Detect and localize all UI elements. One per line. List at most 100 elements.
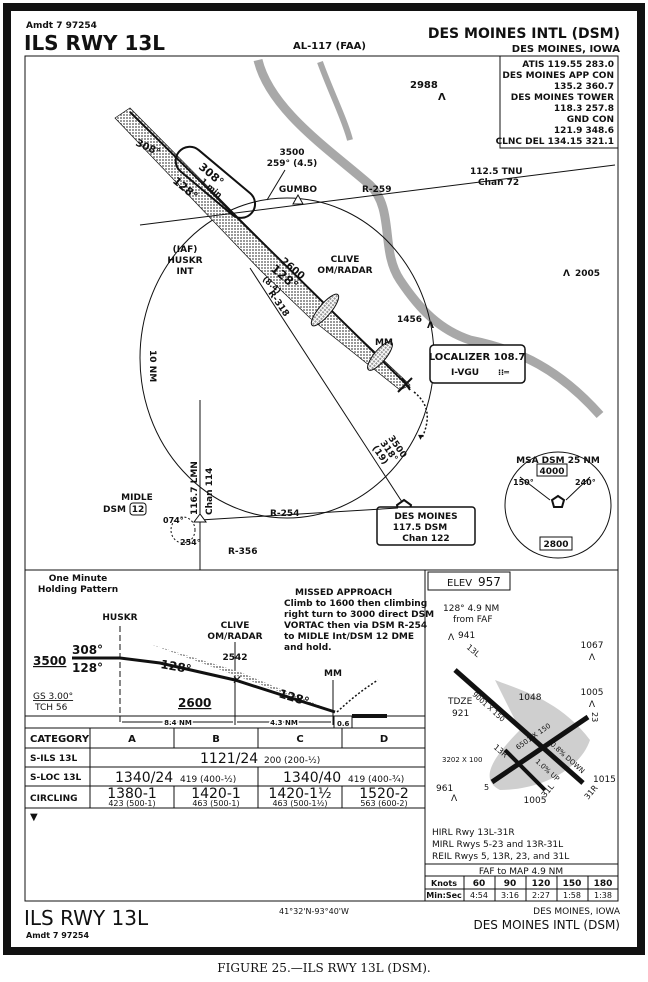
midle-dme: 12 [132,505,145,515]
iaf-type: INT [176,267,194,277]
header: Amdt 7 97254 ILS RWY 13L AL-117 (FAA) DE… [24,21,620,55]
ils-minimum: 1121/24 [200,751,258,767]
time-value: 3:16 [501,891,519,900]
obstacle-elevation: 1015 [593,775,616,785]
tdze-label: TDZE [447,697,473,707]
midle-hold-in: 254° [180,538,201,547]
footer-city: DES MOINES, IOWA [533,907,621,917]
obstacle-elevation: 1067 [581,641,604,651]
knots-label: Knots [431,879,457,888]
runway-13l-31r [453,668,585,785]
radial-label: R-259 [362,185,391,195]
localizer-freq: LOCALIZER 108.7 [429,352,526,363]
gumbo-label: GUMBO [279,185,318,195]
tdze-value: 921 [452,709,469,719]
missed-approach-text: and hold. [284,643,332,653]
obstacle-icon: Λ [589,653,596,663]
table-header: B [212,734,220,745]
runway-icon [352,714,387,718]
time-value: 4:54 [470,891,488,900]
runway-dimensions: 3202 X 100 [442,756,482,764]
timing-table: FAF to MAP 4.9 NM Knots Min:Sec 60 90 12… [425,863,618,901]
comm-line: ATIS 119.55 283.0 [522,60,614,70]
mm-label: MM [375,338,393,348]
outbound-course: 308° [72,643,103,657]
obstacle-icon: Λ [451,794,458,804]
table-header: D [380,734,388,745]
faf-note: 128° 4.9 NM [443,604,499,614]
obstacle-icon: Λ [448,633,455,643]
missed-approach-text: VORTAC then via DSM R-254 [284,621,427,631]
tnu-chan: Chan 72 [478,178,519,188]
distance-label: 8.4 NM [164,719,192,727]
distance-label: 4.3 NM [270,719,298,727]
row-label: S-ILS 13L [30,754,77,764]
comm-line: GND CON [567,115,614,125]
clive-altitude: 2542 [222,653,247,663]
inbound-course: 128° [72,661,103,675]
chart-id: AL-117 (FAA) [293,41,366,52]
course-label: 128° [277,686,311,708]
outer-marker-icon [310,293,340,327]
radial-r259 [139,164,616,226]
timing-title: FAF to MAP 4.9 NM [479,867,563,877]
time-value: 1:58 [563,891,581,900]
circling-hat: 563 (600-2) [360,799,407,808]
obstacle-elevation: 2005 [575,269,600,279]
obstacle-elevation: 1005 [524,796,547,806]
tnu-freq: 112.5 TNU [470,167,523,177]
obstacle-elevation: 961 [436,784,453,794]
obstacle-icon: Λ [563,269,570,279]
ils-hat: 200 (200-½) [264,756,320,766]
r356-label: R-356 [228,547,257,557]
lighting-info: HIRL Rwy 13L-31R [432,828,515,838]
profile-view: One Minute Holding Pattern HUSKR CLIVE O… [25,569,434,729]
circling-mda: 1520-2 [359,786,409,802]
glideslope-shading [150,644,335,712]
glideslope-path [72,656,336,714]
distance-label: 0.6 [337,720,350,728]
loc-minimum-ab: 1340/24 [115,770,173,786]
elevation-box [427,571,511,591]
clive-type: OM/RADAR [317,266,372,276]
msa-angle: 240° [575,478,596,487]
localizer-box: LOCALIZER 108.7 I-VGU ⁝⁝═ [429,344,526,384]
morse-code-icon: ⁝⁝═ [498,368,509,377]
holding-pattern-huskr [174,145,257,219]
procedure-title: ILS RWY 13L [24,31,165,55]
non-standard-takeoff-icon: ▼ [30,812,38,823]
course-label: 128° [159,657,192,676]
obstacle-icon: Λ [438,92,446,103]
initial-altitude: 3500 [33,654,66,668]
tch: TCH 56 [34,703,68,713]
time-value: 2:27 [532,891,550,900]
airport-city: DES MOINES, IOWA [512,44,620,55]
table-header: C [296,734,303,745]
row-label: CIRCLING [30,794,78,804]
missed-approach-text: right turn to 3000 direct DSM [284,610,434,620]
msa-angle: 150° [513,478,534,487]
runway-5-23 [490,714,590,785]
airport-name: DES MOINES INTL (DSM) [428,26,620,42]
river-branch [317,60,353,141]
plan-view: ATIS 119.55 283.0 DES MOINES APP CON 135… [24,55,619,571]
obstacle-elevation: 1005 [581,688,604,698]
middle-marker-icon [367,341,393,371]
footer-procedure: ILS RWY 13L [24,906,149,930]
clive-type: OM/RADAR [207,632,262,642]
missed-approach-text: to MIDLE Int/DSM 12 DME [284,632,414,642]
airport-diagram: ELEV 957 128° 4.9 NM from FAF Λ 941 1067… [24,569,619,902]
amendment: Amdt 7 97254 [26,21,97,31]
circling-hat: 463 (500-1) [192,799,239,808]
msa-south-alt: 2800 [543,540,568,550]
footer: ILS RWY 13L Amdt 7 97254 41°32'N-93°40'W… [24,906,621,940]
clive-label: CLIVE [221,621,250,631]
missed-approach-path [336,679,379,713]
runway-dimensions: 9001 X 150 [471,691,506,724]
localizer-ident: I-VGU [451,368,479,378]
missed-approach-title: MISSED APPROACH [295,588,392,598]
loc-hat-ab: 419 (400-½) [180,775,236,785]
arc-course: 259° (4.5) [267,159,318,169]
knots-value: 150 [563,879,582,889]
obstacle-elevation: 941 [458,631,475,641]
